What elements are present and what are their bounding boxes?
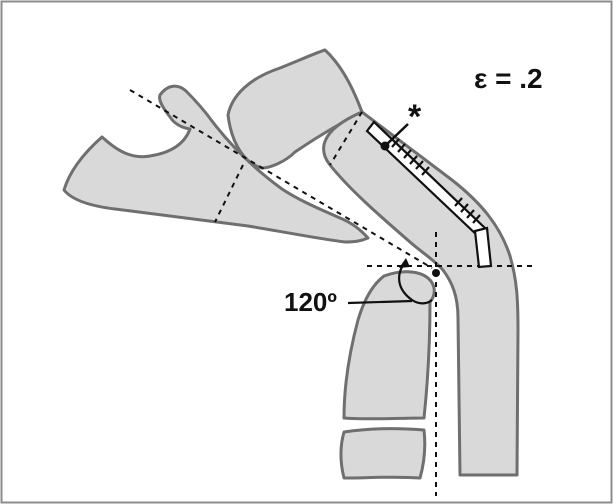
left-wing-shape	[62, 84, 370, 244]
angle-label: 120º	[284, 287, 337, 317]
angle-label-leader	[347, 299, 413, 305]
dashed-guide-upper-cut	[329, 111, 363, 166]
asterisk-pointer-dot	[380, 141, 390, 151]
angle-arc-arrowhead	[399, 258, 410, 268]
asterisk-pointer-line	[384, 123, 409, 147]
dashed-guide-long-diagonal	[129, 89, 433, 269]
dashed-guide-left-cut	[214, 164, 244, 223]
vertex-dot	[432, 269, 440, 277]
asterisk-label: *	[408, 98, 422, 136]
plate-lower-segment	[473, 226, 493, 269]
strain-label: ε = .2	[474, 63, 543, 94]
lower-block-lower	[339, 427, 427, 480]
angle-arc	[398, 261, 433, 305]
lower-block-upper	[342, 270, 436, 421]
plate-hatch-marks	[391, 138, 481, 224]
